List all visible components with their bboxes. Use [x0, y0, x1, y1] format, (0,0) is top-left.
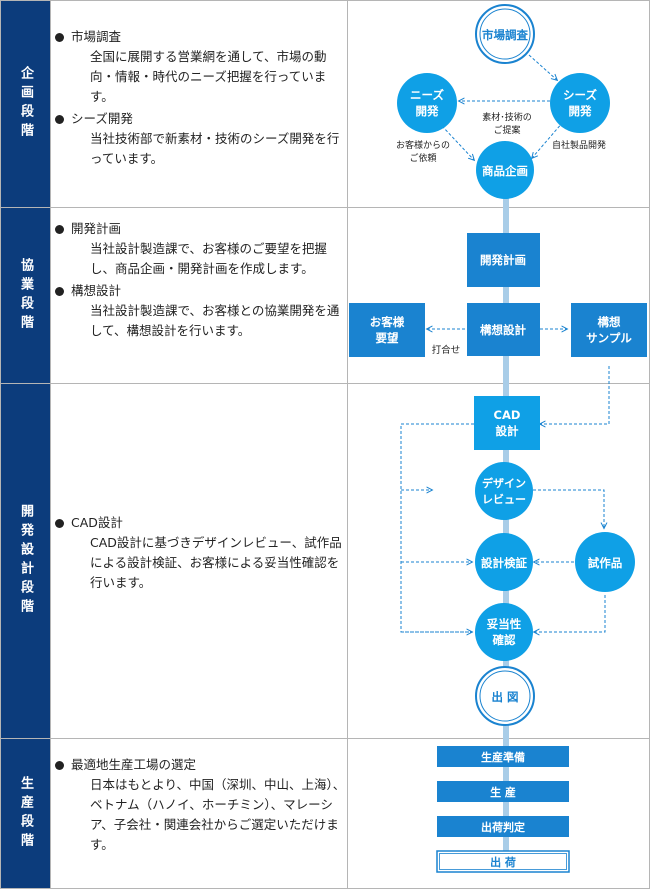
product-planning-node: 商品企画	[476, 141, 534, 199]
list-item: 市場調査 全国に展開する営業網を通して、市場の動向・情報・時代のニーズ把握を行っ…	[54, 27, 346, 107]
proposal-label: ご提案	[493, 124, 520, 136]
customer-request-box: お客様 要望	[349, 303, 425, 357]
svg-text:出 図: 出 図	[491, 690, 518, 704]
item-body: 当社設計製造課で、お客様のご要望を把握し、商品企画・開発計画を作成します。	[90, 241, 328, 276]
production-description: 最適地生産工場の選定 日本はもとより、中国（深圳、中山、上海）、ベトナム（ハノイ…	[54, 755, 346, 857]
list-item: 最適地生産工場の選定 日本はもとより、中国（深圳、中山、上海）、ベトナム（ハノイ…	[54, 755, 346, 855]
svg-text:出 荷: 出 荷	[490, 855, 516, 869]
planning-description: 市場調査 全国に展開する営業網を通して、市場の動向・情報・時代のニーズ把握を行っ…	[54, 27, 346, 171]
svg-text:構想設計: 構想設計	[480, 323, 526, 337]
market-research-node: 市場調査	[475, 4, 535, 64]
svg-text:サンプル: サンプル	[586, 331, 632, 345]
item-title: 開発計画	[71, 221, 122, 236]
concept-design-box: 構想設計	[467, 303, 540, 356]
svg-text:設計検証: 設計検証	[481, 556, 527, 570]
list-item: 開発計画 当社設計製造課で、お客様のご要望を把握し、商品企画・開発計画を作成しま…	[54, 219, 346, 279]
list-item: CAD設計 CAD設計に基づきデザインレビュー、試作品による設計検証、お客様によ…	[54, 513, 346, 593]
svg-text:設計: 設計	[496, 424, 519, 438]
prototype-node: 試作品	[575, 532, 635, 592]
item-title: 最適地生産工場の選定	[71, 757, 197, 772]
svg-text:レビュー: レビュー	[482, 492, 526, 506]
svg-text:CAD: CAD	[494, 408, 521, 422]
row-divider	[0, 383, 650, 384]
svg-text:試作品: 試作品	[588, 556, 623, 570]
svg-text:市場調査: 市場調査	[482, 28, 528, 42]
bullet-icon	[55, 32, 64, 42]
drawing-release-node: 出 図	[475, 666, 535, 726]
item-title: CAD設計	[71, 515, 123, 530]
svg-text:デザイン: デザイン	[482, 476, 526, 490]
svg-text:シーズ: シーズ	[563, 88, 597, 102]
svg-text:生 産: 生 産	[490, 785, 516, 799]
svg-text:開発計画: 開発計画	[480, 253, 526, 267]
bullet-icon	[55, 286, 64, 296]
stage-production: 生産段階	[1, 739, 50, 888]
request-label: ご依頼	[409, 152, 436, 164]
stage-development: 開発設計段階	[1, 384, 50, 738]
bullet-icon	[55, 224, 64, 234]
own-product-label: 自社製品開発	[552, 139, 606, 151]
svg-text:お客様: お客様	[370, 315, 405, 329]
cad-design-box: CAD 設計	[474, 396, 540, 450]
shipment-bar: 出 荷	[436, 850, 570, 873]
svg-text:開発: 開発	[416, 104, 439, 118]
request-label: お客様からの	[396, 139, 450, 151]
item-body: 日本はもとより、中国（深圳、中山、上海）、ベトナム（ハノイ、ホーチミン）、マレー…	[90, 777, 346, 852]
collaboration-description: 開発計画 当社設計製造課で、お客様のご要望を把握し、商品企画・開発計画を作成しま…	[54, 219, 346, 343]
list-item: 構想設計 当社設計製造課で、お客様との協業開発を通して、構想設計を行います。	[54, 281, 346, 341]
shipment-judgment-bar: 出荷判定	[437, 816, 569, 837]
needs-development-node: ニーズ 開発	[397, 73, 457, 133]
bullet-icon	[55, 114, 64, 124]
row-divider	[0, 738, 650, 739]
svg-text:確認: 確認	[493, 633, 516, 647]
development-description: CAD設計 CAD設計に基づきデザインレビュー、試作品による設計検証、お客様によ…	[54, 513, 346, 595]
bullet-icon	[55, 760, 64, 770]
list-item: シーズ開発 当社技術部で新素材・技術のシーズ開発を行っています。	[54, 109, 346, 169]
svg-text:要望: 要望	[376, 331, 399, 345]
main-flow-line	[503, 180, 509, 870]
svg-text:出荷判定: 出荷判定	[481, 820, 525, 834]
item-title: シーズ開発	[71, 111, 133, 126]
concept-sample-box: 構想 サンプル	[571, 303, 647, 357]
item-body: 当社技術部で新素材・技術のシーズ開発を行っています。	[90, 131, 340, 166]
dev-plan-box: 開発計画	[467, 233, 540, 287]
item-title: 市場調査	[71, 29, 122, 44]
item-body: 全国に展開する営業網を通して、市場の動向・情報・時代のニーズ把握を行っています。	[90, 49, 327, 104]
planning-arrows	[441, 54, 564, 160]
row-divider	[0, 207, 650, 208]
svg-text:ニーズ: ニーズ	[410, 88, 444, 102]
development-arrows	[400, 329, 610, 632]
item-body: CAD設計に基づきデザインレビュー、試作品による設計検証、お客様による妥当性確認…	[90, 535, 342, 590]
validation-node: 妥当性 確認	[475, 603, 533, 661]
svg-text:生産準備: 生産準備	[481, 750, 525, 764]
proposal-label: 素材･技術の	[482, 111, 532, 123]
column-divider	[50, 0, 51, 889]
meeting-label: 打合せ	[432, 344, 461, 356]
column-divider	[347, 0, 348, 889]
production-prep-bar: 生産準備	[437, 746, 569, 767]
svg-text:開発: 開発	[569, 104, 592, 118]
process-flow-diagram: 市場調査 ニーズ 開発 シーズ 開発 素材･技術の ご提案 お客様からの ご依頼…	[349, 4, 647, 873]
svg-text:構想: 構想	[598, 315, 621, 329]
production-bar: 生 産	[437, 781, 569, 802]
bullet-icon	[55, 518, 64, 528]
stage-collaboration: 協業段階	[1, 208, 50, 383]
item-body: 当社設計製造課で、お客様との協業開発を通して、構想設計を行います。	[90, 303, 340, 338]
svg-text:商品企画: 商品企画	[482, 164, 528, 178]
design-verification-node: 設計検証	[475, 533, 533, 591]
svg-text:妥当性: 妥当性	[487, 617, 522, 631]
seeds-development-node: シーズ 開発	[550, 73, 610, 133]
stage-planning: 企画段階	[1, 1, 50, 207]
item-title: 構想設計	[71, 283, 122, 298]
design-review-node: デザイン レビュー	[475, 462, 533, 520]
